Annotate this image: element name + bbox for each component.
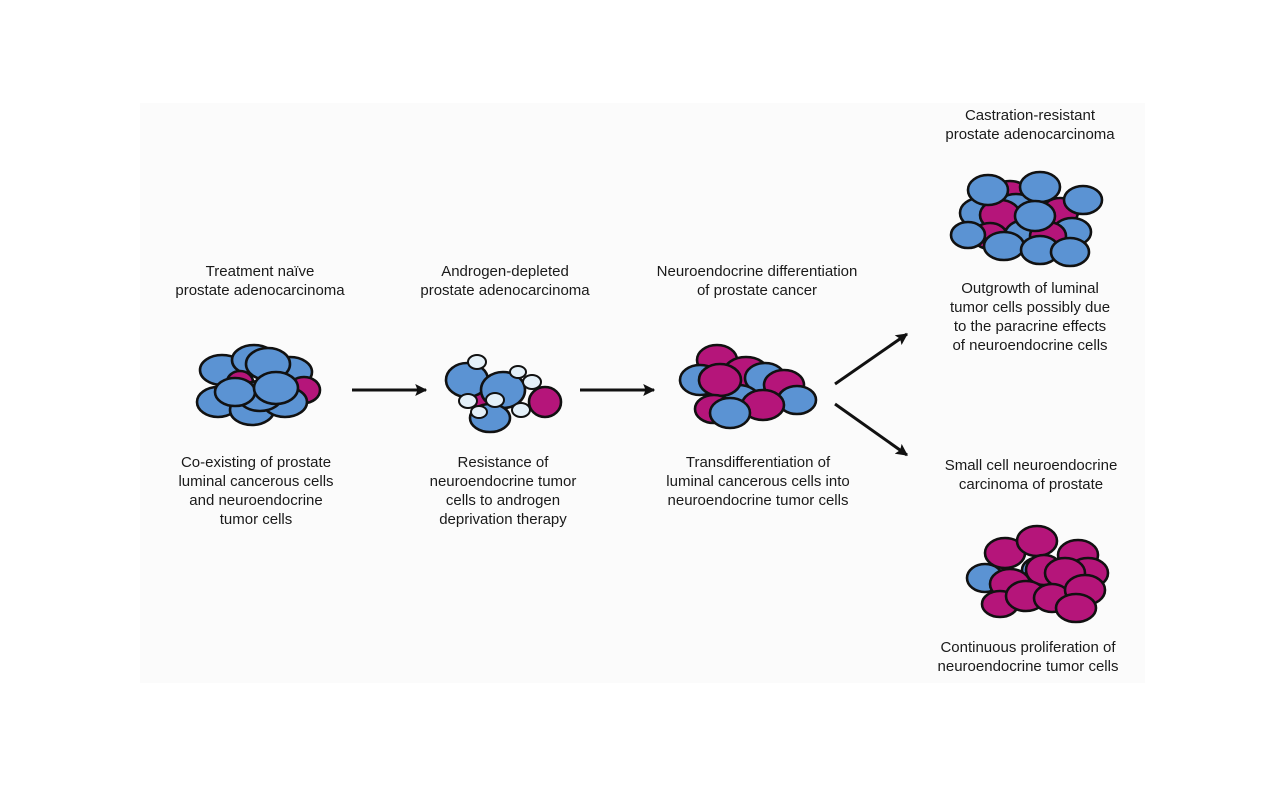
apoptotic-cell (509, 365, 527, 379)
cell-cluster-treatment-naive (195, 343, 322, 427)
apoptotic-cell (470, 405, 488, 419)
cell-cluster-small-cell-ne (965, 524, 1110, 624)
luminal-cell (252, 370, 300, 406)
stage-caption-ne-differentiation: Transdifferentiation of luminal cancerou… (666, 454, 850, 509)
cell-cluster-ne-differentiation (678, 343, 818, 430)
arrow-ne-differentiation-to-castration-resistant (834, 332, 908, 386)
luminal-cell (966, 173, 1010, 207)
cell-cluster-androgen-depleted (444, 354, 563, 434)
neuroendocrine-cell (1015, 524, 1059, 558)
luminal-cell (1049, 236, 1091, 268)
luminal-cell (1013, 199, 1057, 233)
apoptotic-cell (458, 393, 478, 409)
clusters-layer (195, 170, 1110, 624)
apoptotic-cell (511, 402, 531, 418)
luminal-cell (1062, 184, 1104, 216)
apoptotic-cell (467, 354, 487, 370)
stage-title-ne-differentiation: Neuroendocrine differentiation of prosta… (656, 263, 858, 299)
stage-title-small-cell-ne: Small cell neuroendocrine carcinoma of p… (944, 457, 1118, 493)
stage-caption-small-cell-ne: Continuous proliferation of neuroendocri… (937, 639, 1119, 675)
stage-caption-castration-resistant: Outgrowth of luminal tumor cells possibl… (949, 280, 1111, 354)
luminal-cell (708, 396, 752, 430)
luminal-cell (213, 376, 257, 408)
cell-cluster-castration-resistant (949, 170, 1104, 268)
arrow-ne-differentiation-to-small-cell-ne (834, 402, 908, 457)
stage-title-castration-resistant: Castration-resistant prostate adenocarci… (945, 107, 1115, 143)
neuroendocrine-cell (697, 362, 743, 398)
stage-caption-androgen-depleted: Resistance of neuroendocrine tumor cells… (429, 454, 577, 528)
apoptotic-cell (522, 374, 542, 390)
luminal-cell (949, 220, 987, 250)
neuroendocrine-cell (527, 385, 563, 419)
stage-title-treatment-naive: Treatment naïve prostate adenocarcinoma (175, 263, 345, 299)
arrows-layer (352, 332, 908, 457)
neuroendocrine-cell (1054, 592, 1098, 624)
stage-caption-treatment-naive: Co-existing of prostate luminal cancerou… (178, 454, 334, 528)
stage-title-androgen-depleted: Androgen-depleted prostate adenocarcinom… (420, 263, 590, 299)
apoptotic-cell (485, 392, 505, 408)
luminal-cell (982, 230, 1026, 262)
